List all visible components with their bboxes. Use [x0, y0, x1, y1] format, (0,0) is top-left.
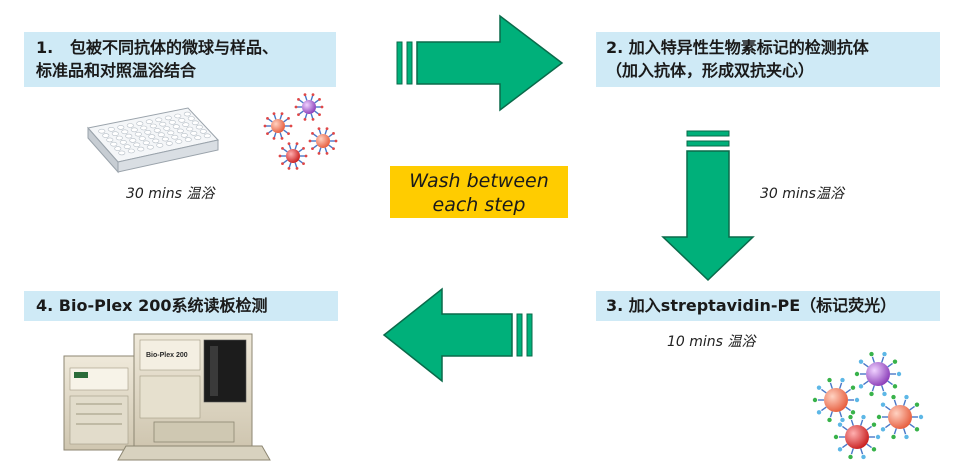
bead-cluster-small [263, 93, 338, 170]
plate-well [142, 140, 150, 146]
plate-well [164, 115, 172, 121]
plate-well [180, 133, 188, 138]
plate-well [153, 128, 161, 133]
plate-well [146, 144, 154, 150]
step-3-label: 3. 加入streptavidin-PE（标记荧光） [596, 291, 940, 321]
plate-well [159, 121, 167, 127]
incubation-time-3: 10 mins 温浴 [667, 334, 756, 350]
plate-well [191, 120, 199, 126]
arrow-down [661, 130, 755, 282]
plate-well [123, 144, 131, 149]
microbead [263, 112, 293, 140]
plate-well [149, 123, 157, 129]
svg-text:Bio-Plex 200: Bio-Plex 200 [146, 352, 188, 359]
plate-well [167, 130, 175, 136]
microbead [308, 127, 338, 155]
incubation-time-2: 30 mins温浴 [760, 186, 844, 202]
plate-well [136, 121, 144, 126]
plate-well [114, 146, 122, 151]
microbead [876, 394, 924, 440]
plate-well [98, 128, 106, 134]
plate-well [138, 136, 146, 141]
plate-well [176, 128, 184, 134]
bead-cluster-large [812, 351, 924, 460]
step-2-label: 2. 加入特异性生物素标记的检测抗体 （加入抗体，形成双抗夹心） [596, 32, 940, 87]
plate-well [199, 129, 207, 134]
plate-well [129, 138, 137, 143]
microbead [278, 142, 308, 170]
microbead [812, 377, 860, 423]
plate-well [165, 141, 173, 146]
plate-well [182, 122, 190, 127]
arrow-left [382, 287, 533, 383]
microbead [854, 351, 902, 397]
plate-well [110, 141, 118, 147]
microplate-image [87, 107, 219, 174]
plate-well [168, 120, 176, 125]
plate-well [172, 124, 180, 129]
plate-well [203, 133, 211, 139]
step-1-label: 1. 包被不同抗体的微球与样品、 标准品和对照温浴结合 [24, 32, 336, 87]
plate-well [127, 148, 135, 154]
plate-well [195, 124, 203, 130]
plate-well [186, 126, 194, 132]
plate-well [133, 142, 141, 148]
plate-well [117, 125, 125, 130]
plate-well [125, 133, 133, 139]
plate-well [157, 132, 165, 137]
plate-well [126, 123, 134, 128]
plate-well [156, 143, 164, 148]
plate-well [184, 137, 192, 142]
plate-well [102, 133, 110, 138]
plate-well [134, 131, 142, 137]
plate-well [187, 116, 195, 121]
plate-well [121, 129, 129, 135]
plate-well [119, 140, 127, 145]
plate-well [178, 118, 186, 123]
plate-well [111, 131, 119, 136]
plate-well [171, 134, 179, 140]
plate-well [148, 134, 156, 139]
plate-well [140, 125, 148, 131]
plate-well [145, 119, 153, 124]
plate-well [174, 113, 182, 119]
wash-note: Wash between each step [390, 166, 568, 218]
plate-well [190, 131, 198, 136]
step-4-label: 4. Bio-Plex 200系统读板检测 [24, 291, 338, 321]
plate-well [161, 136, 169, 142]
plate-well [183, 111, 191, 117]
plate-well [175, 139, 183, 144]
plate-well [194, 135, 202, 140]
plate-well [144, 130, 152, 135]
microbead [833, 414, 881, 460]
plate-well [163, 126, 171, 131]
plate-well [107, 127, 115, 132]
plate-well [137, 146, 145, 152]
plate-well [118, 150, 126, 156]
plate-well [152, 138, 160, 144]
arrow-right [396, 14, 564, 112]
bio-plex-instrument-image: Bio-Plex 200 [63, 333, 271, 461]
plate-well [130, 127, 138, 133]
incubation-time-1: 30 mins 温浴 [126, 186, 215, 202]
plate-well [115, 135, 123, 141]
plate-well [106, 137, 114, 143]
microbead [294, 93, 324, 121]
plate-well [155, 117, 163, 123]
